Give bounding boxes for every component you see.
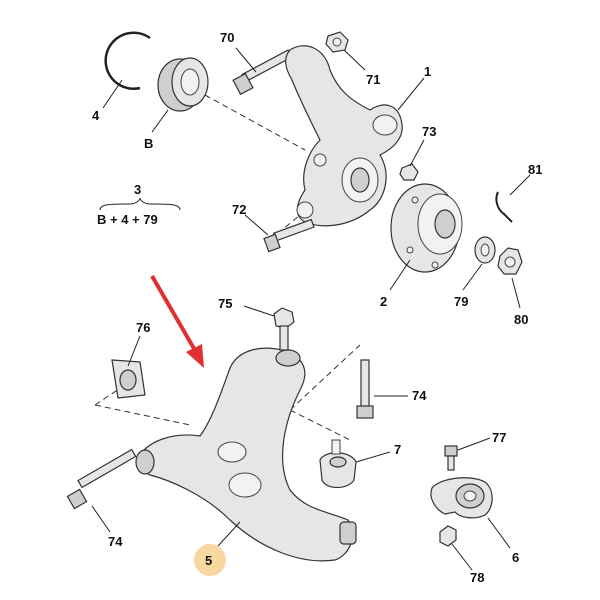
bush-part-7 bbox=[319, 439, 357, 489]
label-part-79: 79 bbox=[454, 294, 468, 309]
label-part-b: B bbox=[144, 136, 153, 151]
bolt-part-75 bbox=[273, 307, 295, 351]
label-part-7: 7 bbox=[394, 442, 401, 457]
washer-part-79 bbox=[474, 236, 496, 264]
wheel-bearing-part-b bbox=[157, 57, 209, 112]
ball-joint-part-6 bbox=[430, 477, 493, 519]
nut-part-73 bbox=[399, 163, 419, 181]
label-part-76: 76 bbox=[136, 320, 150, 335]
highlight-arrow bbox=[150, 274, 204, 368]
label-part-81: 81 bbox=[528, 162, 542, 177]
bracket-part-76 bbox=[111, 359, 146, 399]
bolt-part-70 bbox=[232, 49, 293, 96]
leader-lines bbox=[91, 47, 531, 571]
kit-brace-3 bbox=[99, 197, 181, 211]
wheel-hub-part-2 bbox=[390, 183, 463, 273]
bolt-part-72 bbox=[263, 218, 315, 253]
label-kit-formula: B + 4 + 79 bbox=[97, 212, 158, 227]
bolt-part-74-right bbox=[356, 359, 374, 419]
label-part-71: 71 bbox=[366, 72, 380, 87]
highlight-circle-part-5 bbox=[194, 544, 226, 576]
nut-part-71 bbox=[325, 31, 349, 53]
label-part-72: 72 bbox=[232, 202, 246, 217]
control-arm-part-5 bbox=[135, 347, 357, 562]
label-part-2: 2 bbox=[380, 294, 387, 309]
label-part-78: 78 bbox=[470, 570, 484, 585]
label-part-77: 77 bbox=[492, 430, 506, 445]
circlip-part-4 bbox=[104, 31, 151, 90]
label-part-70: 70 bbox=[220, 30, 234, 45]
cotter-pin-part-81 bbox=[495, 191, 513, 223]
bolt-part-74-left bbox=[66, 448, 137, 510]
label-part-74-right: 74 bbox=[412, 388, 427, 403]
bolt-part-77 bbox=[444, 445, 458, 471]
label-part-1: 1 bbox=[424, 64, 431, 79]
label-part-80: 80 bbox=[514, 312, 528, 327]
part-labels: 4 B 70 71 1 73 3 B + 4 + 79 72 81 2 79 8… bbox=[92, 30, 542, 585]
label-part-74-left: 74 bbox=[108, 534, 123, 549]
label-part-4: 4 bbox=[92, 108, 100, 123]
steering-knuckle-part-1 bbox=[285, 45, 403, 227]
label-part-6: 6 bbox=[512, 550, 519, 565]
label-part-75: 75 bbox=[218, 296, 232, 311]
nut-part-78 bbox=[439, 525, 457, 547]
hub-nut-part-80 bbox=[497, 247, 523, 275]
label-part-5: 5 bbox=[205, 553, 212, 568]
label-part-73: 73 bbox=[422, 124, 436, 139]
label-part-3: 3 bbox=[134, 182, 141, 197]
